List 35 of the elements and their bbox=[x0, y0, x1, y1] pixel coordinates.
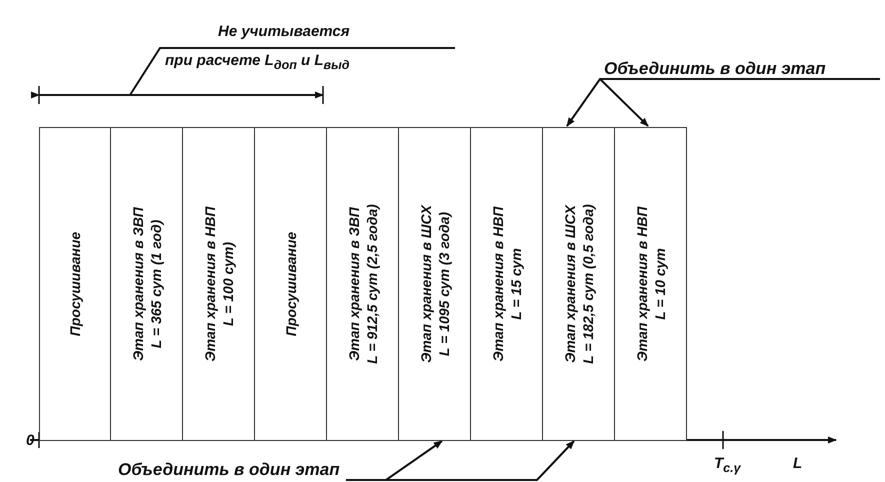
stage-label: Этап хранения в НВП bbox=[488, 206, 506, 362]
arrow bbox=[346, 440, 575, 481]
stage-label: Этап хранения в ШСХ bbox=[560, 205, 578, 363]
axis-tick-label: T$_{с.γ}$ bbox=[714, 456, 741, 474]
note-text: при расчете L$_{доп}$ и L$_{выд}$ bbox=[165, 53, 350, 73]
stage-column bbox=[542, 127, 615, 441]
arrow bbox=[599, 78, 649, 127]
stage-label: L = 182,5 сут (0,5 года) bbox=[578, 204, 597, 364]
arrow bbox=[566, 78, 881, 127]
stage-label: L = 10 сут bbox=[650, 248, 669, 320]
stage-label: L = 100 сут) bbox=[218, 242, 237, 326]
leader-line bbox=[129, 47, 455, 96]
stage-column bbox=[326, 127, 399, 441]
stage-column bbox=[254, 127, 327, 441]
note-text: Объединить в один этап bbox=[118, 460, 340, 480]
stage-label: L = 1095 сут (3 года) bbox=[434, 212, 453, 356]
stage-label: Этап хранения в ЗВП bbox=[128, 207, 146, 361]
stage-column bbox=[470, 127, 543, 441]
stage-label: Этап хранения в НВП bbox=[200, 206, 218, 362]
stage-label: L = 365 сут (1 год) bbox=[146, 220, 165, 348]
stage-label: L = 15 сут bbox=[506, 248, 525, 320]
stage-column bbox=[614, 127, 687, 441]
stage-column bbox=[182, 127, 255, 441]
stage-column bbox=[110, 127, 183, 441]
note-text: Объединить в один этап bbox=[604, 59, 826, 79]
axis-label: L bbox=[793, 456, 802, 471]
stage-column bbox=[39, 127, 111, 441]
stage-label: Просушивание bbox=[281, 232, 300, 336]
stage-label: Этап хранения в НВП bbox=[632, 206, 650, 362]
stage-label: Просушивание bbox=[66, 232, 84, 336]
stage-label: L = 912,5 сут (2,5 года) bbox=[362, 204, 381, 364]
stage-label: Этап хранения в ШСХ bbox=[416, 205, 434, 363]
stage-column bbox=[398, 127, 471, 441]
stage-label: Этап хранения в ЗВП bbox=[344, 207, 362, 361]
note-text: Не учитывается bbox=[218, 24, 350, 40]
